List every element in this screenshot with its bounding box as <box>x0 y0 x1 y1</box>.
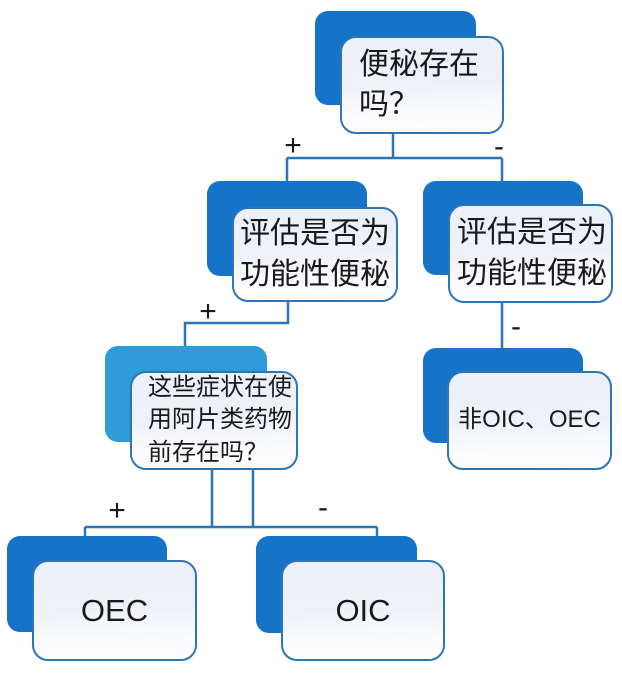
edge-assess-left-to-symptoms <box>183 301 290 348</box>
node-root: 便秘存在 吗？ <box>340 36 504 134</box>
branch-label-assess-right-negative: - <box>511 310 521 343</box>
node-root-label: 便秘存在 吗？ <box>359 47 479 122</box>
branch-label-root-positive: + <box>284 129 302 162</box>
branch-label-root-negative: - <box>494 130 504 163</box>
node-oec: OEC <box>32 560 197 661</box>
node-symptoms: 这些症状在使 用阿片类药物 前存在吗？ <box>130 371 298 470</box>
node-oec-label: OEC <box>80 592 149 628</box>
edge-root-split <box>285 133 504 183</box>
node-symptoms-label: 这些症状在使 用阿片类药物 前存在吗？ <box>148 373 292 466</box>
node-non-oic-oec: 非OIC、OEC <box>447 371 612 470</box>
branch-label-assess-left-positive: + <box>199 295 217 328</box>
node-assess-left-label: 评估是否为 功能性便秘 <box>240 217 390 291</box>
edge-symptoms-split <box>83 469 379 538</box>
node-assess-right-label: 评估是否为 功能性便秘 <box>457 216 607 290</box>
node-oic: OIC <box>281 560 445 661</box>
node-assess-right: 评估是否为 功能性便秘 <box>448 204 613 303</box>
branch-label-symptoms-negative: - <box>318 491 328 524</box>
node-oic-label: OIC <box>335 592 391 628</box>
branch-label-symptoms-positive: + <box>108 494 126 527</box>
node-non-oic-oec-label: 非OIC、OEC <box>458 406 601 434</box>
node-assess-left: 评估是否为 功能性便秘 <box>232 207 398 302</box>
